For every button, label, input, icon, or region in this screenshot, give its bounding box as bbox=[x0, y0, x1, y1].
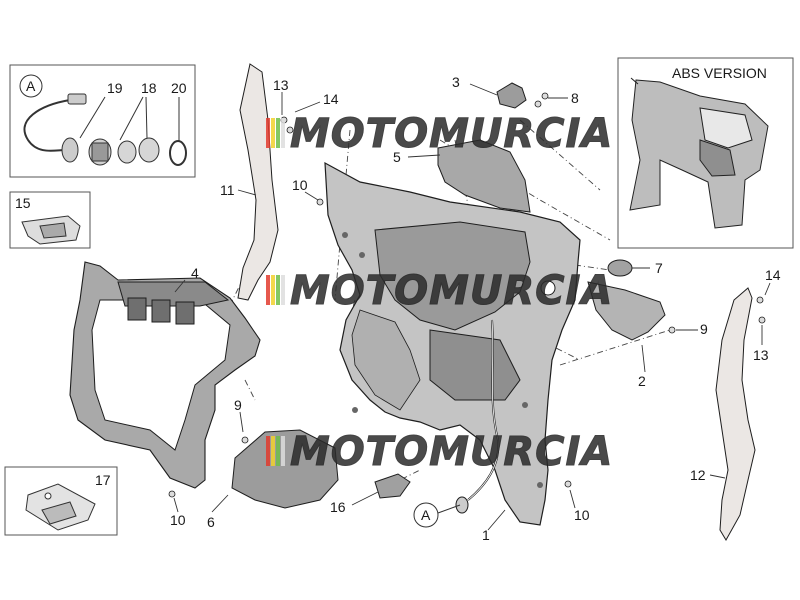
watermark-middle: MOTOMURCIA bbox=[266, 268, 613, 315]
callout-16: 16 bbox=[330, 499, 346, 515]
callout-11: 11 bbox=[220, 182, 235, 198]
inset-a: A 19 18 20 bbox=[9, 64, 196, 178]
callout-9: 9 bbox=[234, 397, 242, 413]
inset-17-label: 17 bbox=[95, 472, 111, 488]
watermark-top: MOTOMURCIA bbox=[266, 111, 613, 158]
inset-a-label-19: 19 bbox=[107, 80, 123, 96]
callout-9: 9 bbox=[700, 321, 708, 337]
watermark-text: MOTOMURCIA bbox=[290, 268, 613, 314]
callout-2: 2 bbox=[638, 373, 646, 389]
callout-12: 12 bbox=[690, 467, 706, 483]
inset-abs-version: ABS VERSION bbox=[617, 57, 794, 249]
callout-4: 4 bbox=[191, 265, 199, 281]
callout-10: 10 bbox=[292, 177, 308, 193]
watermark-text: MOTOMURCIA bbox=[290, 429, 613, 475]
connector-a-marker: A bbox=[421, 507, 431, 523]
inset-a-label-18: 18 bbox=[141, 80, 157, 96]
inset-17: 17 bbox=[4, 466, 118, 536]
part-5-panel bbox=[437, 139, 531, 213]
callout-8: 8 bbox=[571, 90, 579, 106]
callout-10: 10 bbox=[574, 507, 590, 523]
part-11-trim bbox=[237, 63, 279, 301]
callout-3: 3 bbox=[452, 74, 460, 90]
screws bbox=[168, 92, 766, 498]
part-1-inner-fairing bbox=[324, 161, 581, 526]
inset-15: 15 bbox=[9, 191, 91, 249]
callout-10: 10 bbox=[170, 512, 186, 528]
part-4-frame bbox=[69, 261, 261, 489]
part-3-cap bbox=[496, 82, 527, 109]
callout-6: 6 bbox=[207, 514, 215, 530]
callout-1: 1 bbox=[482, 527, 490, 543]
callout-14: 14 bbox=[765, 267, 781, 283]
part-12-trim bbox=[715, 287, 756, 541]
callout-7: 7 bbox=[655, 260, 663, 276]
part-2-cover bbox=[587, 281, 666, 341]
callout-13: 13 bbox=[753, 347, 769, 363]
connector-a: A bbox=[413, 502, 461, 528]
part-16-clip bbox=[374, 473, 411, 499]
inset-a-label-20: 20 bbox=[171, 80, 187, 96]
watermark-text: MOTOMURCIA bbox=[290, 111, 613, 157]
inset-a-marker-circle bbox=[19, 74, 43, 98]
part-6-bin bbox=[231, 429, 339, 509]
callouts: 13 14 11 10 4 3 8 5 7 9 2 14 13 9 6 10 1… bbox=[170, 74, 781, 543]
watermark-bottom: MOTOMURCIA bbox=[266, 429, 613, 476]
callout-14: 14 bbox=[323, 91, 339, 107]
inset-15-label: 15 bbox=[15, 195, 31, 211]
abs-version-title: ABS VERSION bbox=[672, 65, 767, 81]
inset-a-marker: A bbox=[26, 78, 36, 94]
callout-leaders bbox=[173, 83, 771, 531]
callout-5: 5 bbox=[393, 149, 401, 165]
callout-13: 13 bbox=[273, 77, 289, 93]
